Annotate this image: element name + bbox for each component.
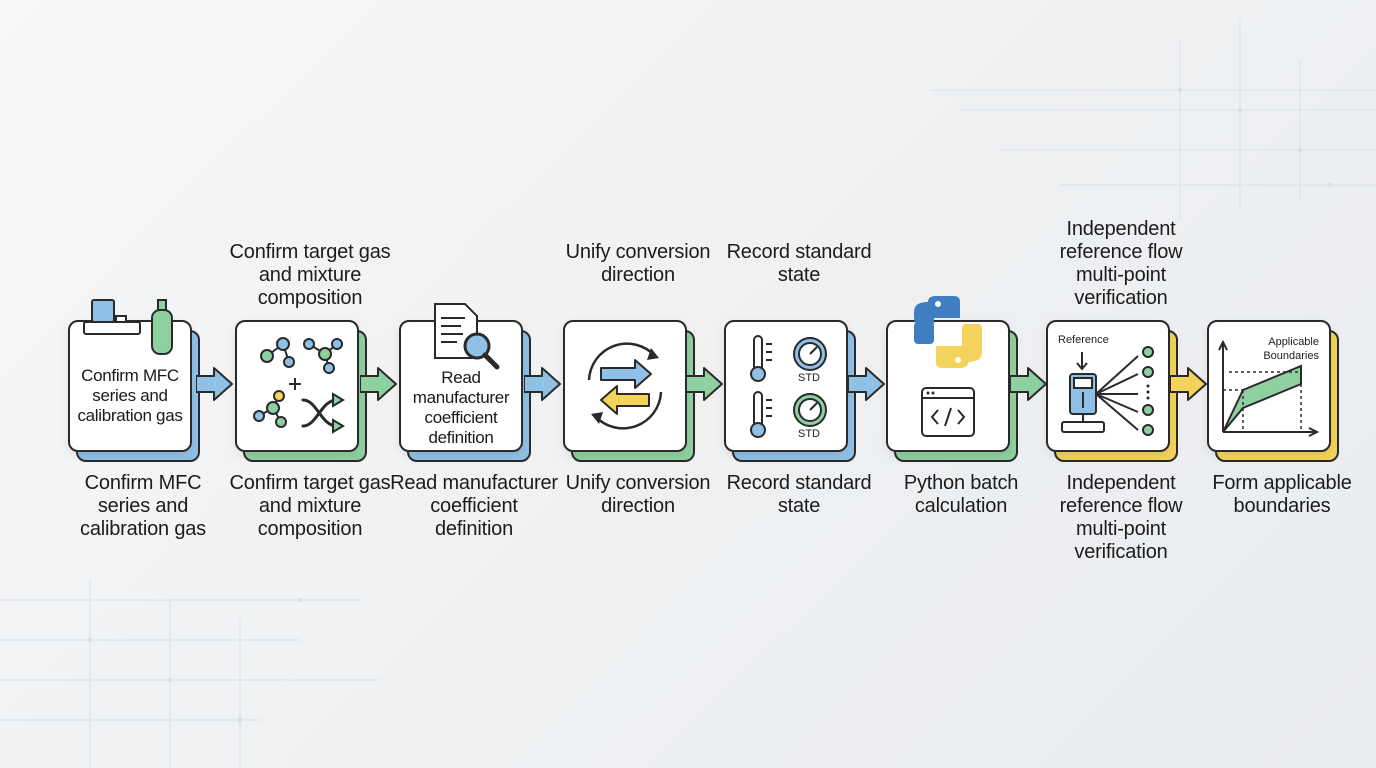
molecule-mixture-icon <box>253 337 345 434</box>
card-3[interactable]: Read manufacturer coefficient definition <box>399 303 523 452</box>
arrow-right-5 <box>848 367 885 401</box>
arrow-right-1 <box>196 367 233 401</box>
gauge-label-2: STD <box>798 428 820 440</box>
card-6[interactable] <box>886 296 1010 452</box>
top-label-4: Unify conversion direction <box>565 241 711 286</box>
bottom-label-2: Confirm target gas and mixture compositi… <box>229 472 391 540</box>
card-text-3: Read manufacturer coefficient definition <box>412 368 510 447</box>
applicable-boundaries-label: Applicable Boundaries <box>1263 336 1319 362</box>
mfc-gas-cylinder-icon <box>83 299 173 355</box>
top-label-7: Independent reference flow multi-point v… <box>1059 218 1183 309</box>
bottom-label-3: Read manufacturer coefficient definition <box>390 472 558 540</box>
top-label-2: Confirm target gas and mixture compositi… <box>229 241 391 309</box>
bottom-label-7: Independent reference flow multi-point v… <box>1059 472 1183 563</box>
card-text-1: Confirm MFC series and calibration gas <box>77 366 183 425</box>
reference-meter-icon <box>1061 346 1154 436</box>
card-5[interactable]: STD STD <box>724 320 848 452</box>
arrow-right-3 <box>524 367 561 401</box>
bottom-label-8: Form applicable boundaries <box>1212 472 1352 517</box>
python-code-icon <box>914 296 982 437</box>
gauge-label-1: STD <box>798 372 820 384</box>
top-label-5: Record standard state <box>726 241 872 286</box>
bottom-label-1: Confirm MFC series and calibration gas <box>80 472 206 540</box>
bottom-label-6: Python batch calculation <box>903 472 1019 517</box>
card-4[interactable] <box>563 320 687 452</box>
arrow-right-2 <box>360 367 397 401</box>
card-2[interactable] <box>235 320 359 452</box>
arrow-right-6 <box>1010 367 1047 401</box>
document-search-icon <box>434 303 500 370</box>
bottom-label-4: Unify conversion direction <box>565 472 711 517</box>
conversion-arrows-icon <box>587 342 663 430</box>
bottom-label-5: Record standard state <box>726 472 872 517</box>
arrow-right-7 <box>1170 367 1207 401</box>
reference-label: Reference <box>1058 334 1109 346</box>
thermometer-gauge-icon <box>750 335 827 438</box>
arrow-right-4 <box>686 367 723 401</box>
boundary-chart-icon <box>1218 339 1320 437</box>
card-1[interactable]: Confirm MFC series and calibration gas <box>68 299 192 452</box>
card-8[interactable]: Applicable Boundaries <box>1207 320 1331 452</box>
card-7[interactable]: Reference <box>1046 320 1170 452</box>
